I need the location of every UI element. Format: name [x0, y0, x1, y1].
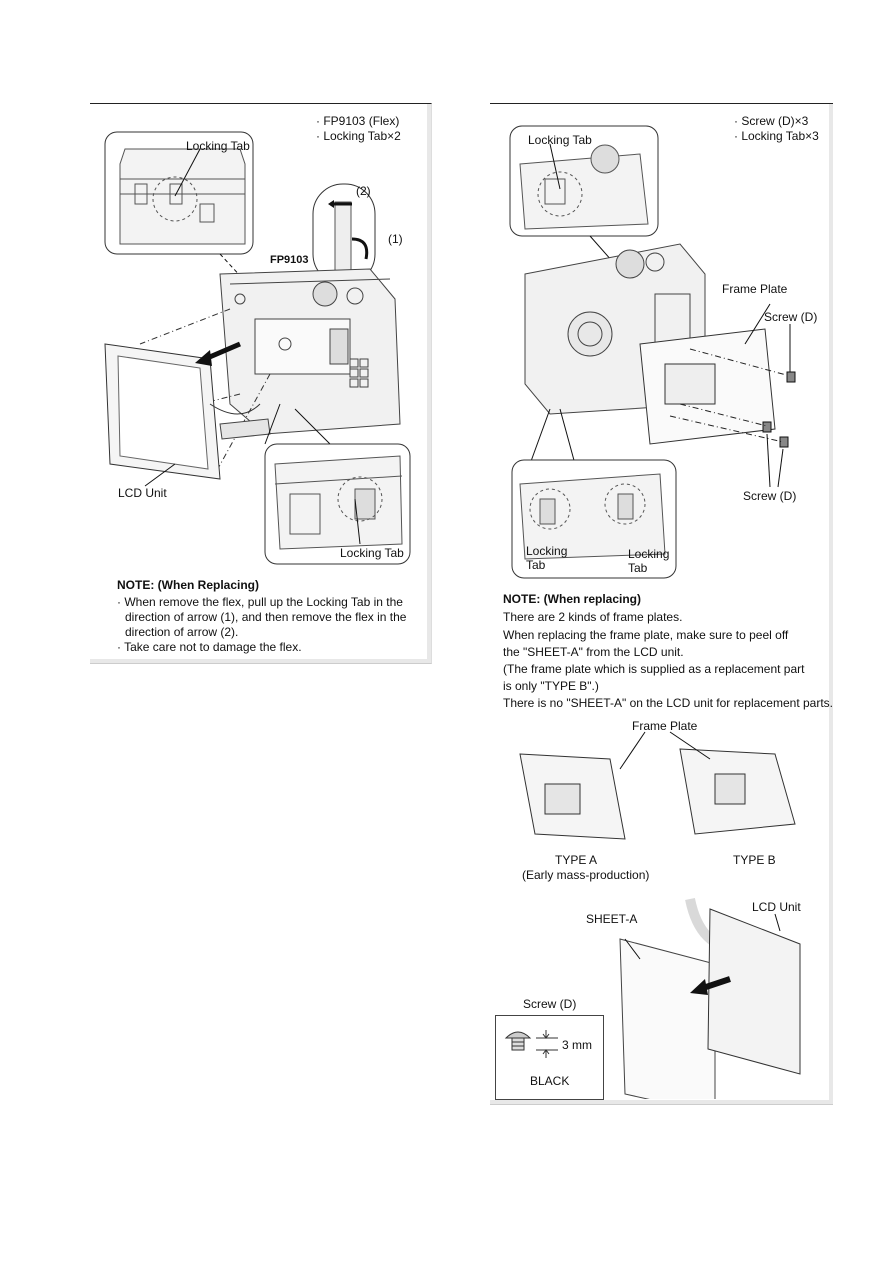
label-type-b: TYPE B: [733, 853, 776, 867]
frame-plate-types-illustration: [519, 731, 796, 840]
label-locking-tab-a: Tab: [526, 558, 546, 572]
panel-shadow: [829, 104, 833, 1104]
label-frame-plate-types: Frame Plate: [632, 719, 698, 733]
note-title: NOTE: (When replacing): [503, 592, 641, 606]
sheet-lcd-illustration: [619, 897, 801, 1099]
label-locking-tab-top: Locking Tab: [528, 133, 592, 147]
label-locking-tab-b: Tab: [628, 561, 648, 575]
note-title: NOTE: (When Replacing): [117, 578, 259, 592]
note-line: is only "TYPE B".): [503, 679, 599, 693]
note-line: the "SHEET-A" from the LCD unit.: [503, 645, 684, 659]
label-locking-tab-a: Locking: [526, 544, 568, 558]
label-type-a-note: (Early mass-production): [522, 868, 650, 882]
screw-color: BLACK: [530, 1074, 570, 1088]
note-line: (The frame plate which is supplied as a …: [503, 662, 805, 676]
note-line: · When remove the flex, pull up the Lock…: [117, 595, 403, 609]
note-line: · Take care not to damage the flex.: [117, 640, 302, 654]
label-fp9103: FP9103: [270, 254, 309, 266]
label-frame-plate: Frame Plate: [722, 282, 788, 296]
note-line: There are 2 kinds of frame plates.: [503, 610, 683, 624]
note-line: There is no "SHEET-A" on the LCD unit fo…: [503, 696, 833, 710]
label-locking-tab-b: Locking: [628, 547, 670, 561]
panel-shadow: [427, 104, 431, 663]
label-sheet-a: SHEET-A: [586, 912, 638, 926]
screw-spec-title: Screw (D): [523, 997, 577, 1011]
label-screw-d: Screw (D): [764, 310, 818, 324]
parts-item-flex: · FP9103 (Flex): [316, 114, 400, 128]
frame-plate-illustration: [509, 125, 796, 579]
screw-spec-box: 3 mm BLACK: [495, 1015, 604, 1100]
label-locking-tab-top: Locking Tab: [186, 139, 250, 153]
label-arrow-2: (2): [356, 184, 371, 198]
label-lcd-unit: LCD Unit: [752, 900, 801, 914]
parts-item-locking-tab: · Locking Tab×3: [734, 129, 819, 143]
screw-icon: [504, 1030, 558, 1058]
label-lcd-unit: LCD Unit: [118, 486, 167, 500]
label-type-a: TYPE A: [555, 853, 598, 867]
screw-size: 3 mm: [562, 1038, 592, 1052]
note-line: direction of arrow (1), and then remove …: [125, 610, 407, 624]
left-procedure-panel: · FP9103 (Flex) · Locking Tab×2: [90, 103, 432, 664]
panel-shadow: [90, 659, 431, 663]
label-locking-tab-bottom: Locking Tab: [340, 546, 404, 560]
panel-shadow: [490, 1100, 833, 1104]
note-line: direction of arrow (2).: [125, 625, 239, 639]
note-line: When replacing the frame plate, make sur…: [503, 628, 789, 642]
lcd-removal-illustration: [104, 131, 411, 565]
parts-item-locking-tab: · Locking Tab×2: [316, 129, 401, 143]
parts-item-screw: · Screw (D)×3: [734, 114, 809, 128]
right-procedure-panel: · Screw (D)×3 · Locking Tab×3: [490, 103, 833, 1105]
label-screw-d: Screw (D): [743, 489, 797, 503]
label-arrow-1: (1): [388, 232, 403, 246]
